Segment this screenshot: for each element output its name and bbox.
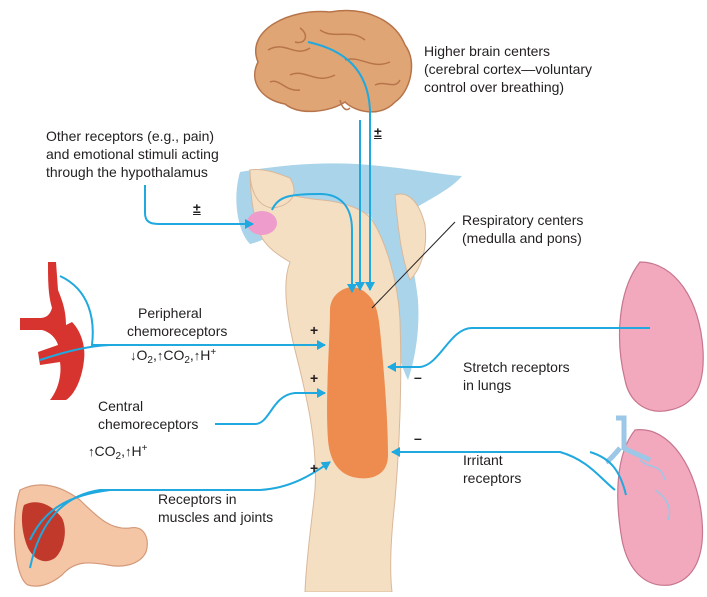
sign-stretch: –	[414, 369, 422, 385]
label-central-1: Central	[98, 398, 144, 414]
up-arrow-icon: ↑	[156, 348, 164, 363]
peripheral-stimuli: ↓O2,↑CO2,↑H+	[130, 347, 217, 366]
label-other-receptors-3: through the hypothalamus	[46, 164, 208, 180]
signal-arrows	[29, 41, 650, 569]
hypothalamus	[247, 211, 277, 235]
label-other-receptors-1: Other receptors (e.g., pain)	[46, 128, 215, 144]
right-lung-lower	[617, 429, 704, 586]
label-peripheral-1: Peripheral	[138, 305, 202, 321]
arrow-muscles-2	[29, 489, 111, 541]
respiratory-centers	[327, 287, 388, 479]
label-other-receptors-2: and emotional stimuli acting	[46, 146, 219, 162]
up-arrow-icon: ↑	[88, 444, 95, 459]
arrow-peripheral	[59, 275, 326, 350]
label-muscles-1: Receptors in	[158, 491, 237, 507]
arrow-hypothalamus-out	[271, 192, 357, 293]
label-central-2: chemoreceptors	[98, 416, 199, 432]
label-irritant-2: receptors	[463, 470, 522, 486]
central-stimuli: ↑CO2,↑H+	[88, 443, 148, 462]
brain-illustration	[253, 9, 413, 113]
arrow-central	[215, 388, 326, 425]
arrow-irritant-2	[589, 451, 627, 496]
down-arrow-icon: ↓	[130, 348, 137, 363]
sign-hypothalamus: ±	[193, 200, 201, 216]
arrow-brain	[307, 41, 375, 291]
label-higher-brain-3: control over breathing)	[424, 79, 565, 95]
sign-central: +	[310, 370, 319, 386]
label-peripheral-2: chemoreceptors	[127, 323, 228, 339]
resp-center-leader	[371, 221, 456, 309]
label-irritant-1: Irritant	[463, 452, 503, 468]
artery	[20, 262, 85, 400]
up-arrow-icon: ↑	[193, 348, 201, 363]
arrow-peripheral-2	[39, 344, 111, 361]
bronchiole-detail	[639, 459, 671, 521]
sign-brain: ±	[374, 124, 382, 140]
arrow-stretch	[387, 327, 650, 372]
up-arrow-icon: ↑	[124, 444, 132, 459]
label-stretch-1: Stretch receptors	[463, 359, 570, 375]
label-resp-centers-2: (medulla and pons)	[462, 230, 582, 246]
sign-irritant: –	[414, 430, 422, 446]
sign-peripheral: +	[310, 322, 319, 338]
sign-muscles: +	[310, 460, 319, 476]
label-higher-brain-2: (cerebral cortex—voluntary	[424, 61, 593, 77]
arrow-hypothalamus-in	[144, 185, 254, 229]
label-stretch-2: in lungs	[463, 377, 512, 393]
label-muscles-2: muscles and joints	[158, 509, 274, 525]
arrow-irritant	[391, 447, 616, 491]
arrow-muscles	[29, 461, 331, 569]
label-resp-centers-1: Respiratory centers	[462, 212, 584, 228]
right-lung-upper	[618, 261, 704, 412]
cerebellum-right	[394, 193, 427, 281]
label-higher-brain-1: Higher brain centers	[424, 43, 551, 59]
